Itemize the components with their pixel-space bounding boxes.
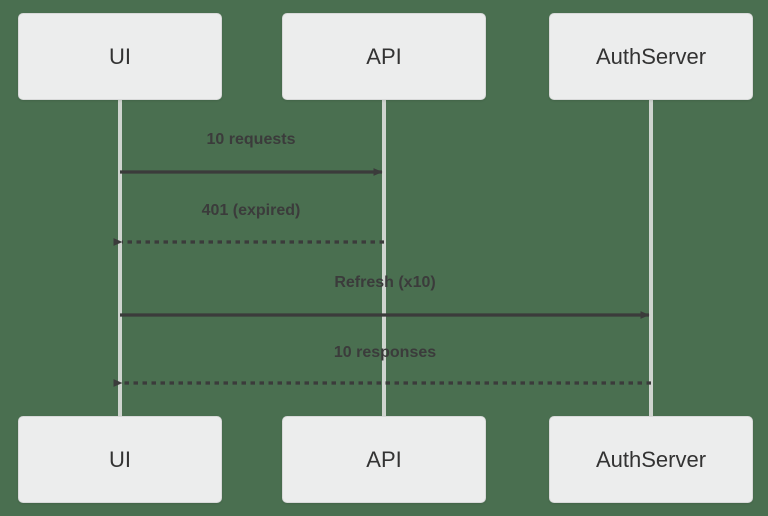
message-label-10-responses: 10 responses	[333, 344, 437, 361]
participant-box-ui-bottom[interactable]: UI	[18, 416, 222, 503]
message-label-10-requests: 10 requests	[206, 131, 296, 148]
participant-box-ui-top[interactable]: UI	[18, 13, 222, 100]
lifelines-group	[118, 100, 653, 416]
participant-label-api-top: API	[366, 43, 402, 69]
participant-label-ui-top: UI	[109, 43, 131, 69]
participant-box-authserver-bottom[interactable]: AuthServer	[549, 416, 753, 503]
participant-label-api-bottom: API	[366, 446, 402, 472]
participant-label-authserver-bottom: AuthServer	[595, 446, 707, 472]
participant-box-api-bottom[interactable]: API	[282, 416, 486, 503]
participant-box-api-top[interactable]: API	[282, 13, 486, 100]
participant-label-ui-bottom: UI	[109, 446, 131, 472]
message-label-401-expired: 401 (expired)	[201, 202, 301, 219]
participant-box-authserver-top[interactable]: AuthServer	[549, 13, 753, 100]
participant-label-authserver-top: AuthServer	[595, 43, 707, 69]
message-label-refresh-x10: Refresh (x10)	[334, 274, 436, 291]
